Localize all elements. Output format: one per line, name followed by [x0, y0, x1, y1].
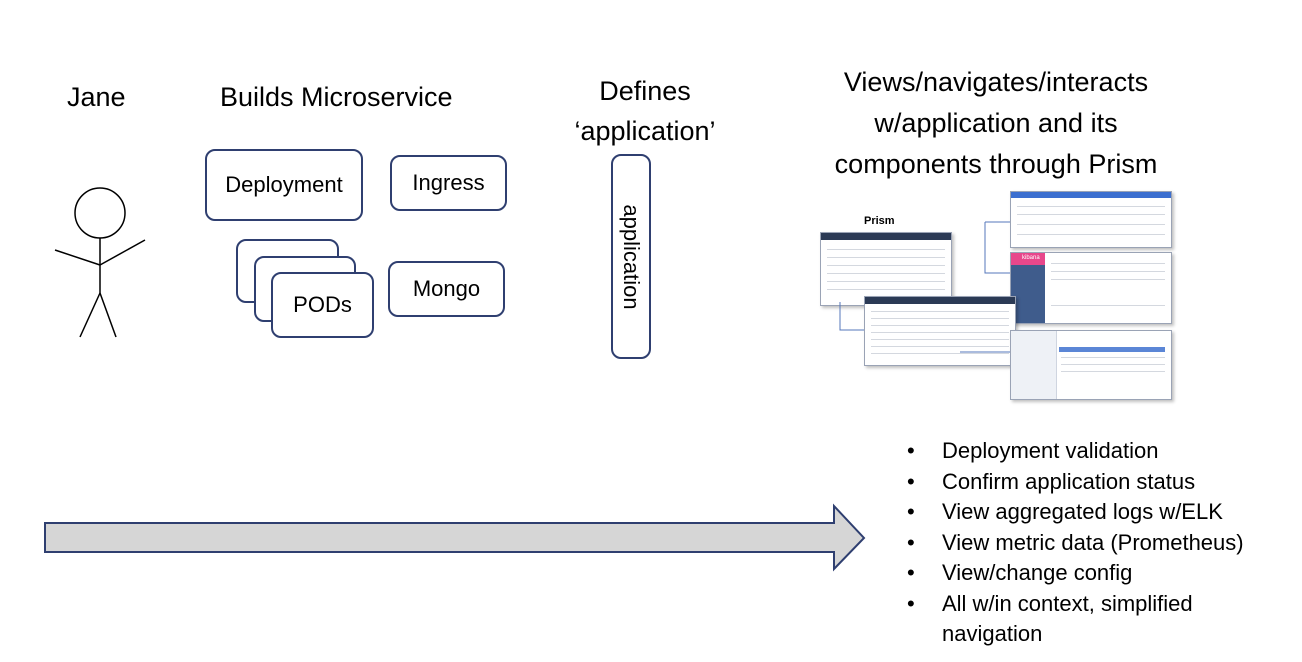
defines-line-2: ‘application’	[574, 116, 716, 146]
application-box: application	[611, 154, 651, 359]
ingress-box: Ingress	[390, 155, 507, 211]
builds-heading: Builds Microservice	[220, 82, 453, 112]
list-item: Confirm application status	[903, 467, 1302, 498]
list-item: Deployment validation	[903, 436, 1302, 467]
list-item: All w/in context, simplified navigation	[903, 589, 1242, 650]
views-heading: Views/navigates/interacts w/application …	[796, 62, 1196, 185]
kibana-screenshot: kibana	[1010, 252, 1172, 324]
timeline-arrow	[44, 503, 866, 572]
list-item: View aggregated logs w/ELK	[903, 497, 1302, 528]
prism-main-header	[821, 233, 951, 240]
user-figure-icon	[54, 187, 146, 338]
config-screenshot	[1010, 191, 1172, 248]
application-list-screenshot	[864, 296, 1016, 366]
actor-name: Jane	[67, 82, 126, 112]
prism-connector-lines	[839, 221, 1010, 353]
defines-heading: Defines ‘application’	[560, 71, 730, 151]
views-line-3: components through Prism	[834, 149, 1158, 179]
views-line-2: w/application and its	[874, 108, 1118, 138]
kibana-logo-text: kibana	[1022, 255, 1040, 261]
prism-title: Prism	[864, 215, 895, 227]
deployment-box: Deployment	[205, 149, 363, 221]
application-label: application	[619, 203, 644, 310]
pods-box: PODs	[271, 272, 374, 338]
list-item: View/change config	[903, 558, 1302, 589]
metrics-screenshot	[1010, 330, 1172, 400]
views-line-1: Views/navigates/interacts	[843, 67, 1149, 97]
list-item: View metric data (Prometheus)	[903, 528, 1302, 559]
defines-line-1: Defines	[599, 76, 691, 106]
capabilities-list: Deployment validation Confirm applicatio…	[903, 436, 1302, 650]
mongo-box: Mongo	[388, 261, 505, 317]
